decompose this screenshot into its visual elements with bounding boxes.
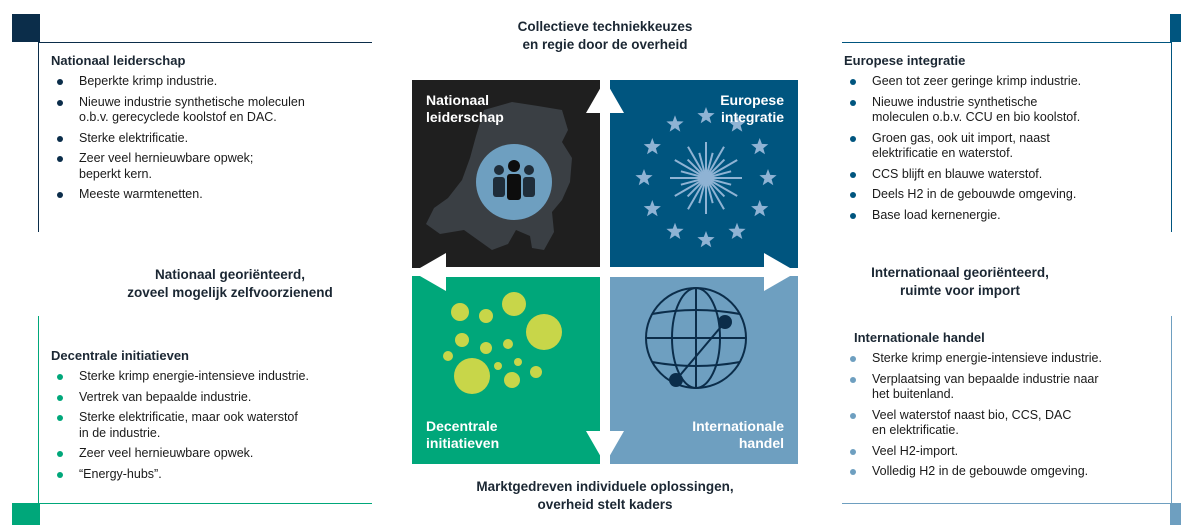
quadrant-nationaal-leiderschap: Nationaal leiderschap [412,80,600,268]
starburst-ray [705,159,738,179]
list-item: Vertrek van bepaalde industrie. [51,390,372,406]
globe-icon [645,287,747,389]
list-item: Sterke krimp energie-intensieve industri… [51,369,372,385]
corner-accent-bottom-right [1170,503,1181,525]
list-item: Veel H2-import. [844,444,1171,460]
star-icon [751,200,769,217]
star-icon [666,115,684,132]
list-item: Volledig H2 in de gebouwde omgeving. [844,464,1171,480]
list-item: Meeste warmtenetten. [51,187,372,203]
panel-decentrale-initiatieven: Decentrale initiatieven Sterke krimp ene… [38,316,372,504]
top-axis-label: Collectieve techniekkeuzes en regie door… [517,19,693,52]
star-icon [759,169,777,186]
panel-europese-integratie: Europese integratie Geen tot zeer gering… [842,42,1172,232]
list-item: Zeer veel hernieuwbare opwek;beperkt ker… [51,151,372,182]
star-icon [751,138,769,155]
list-item: Verplaatsing van bepaalde industrie naar… [844,372,1171,403]
starburst-center [701,173,711,183]
quadrant-internationale-handel: Internationale handel [610,276,798,464]
panel-title: Decentrale initiatieven [51,348,189,363]
quadrant-label: Internationale handel [692,418,784,451]
starburst-ray [687,177,707,210]
starburst-ray [674,177,707,197]
quadrant-decentrale-initiatieven: Decentrale initiatieven [412,276,600,464]
star-icon [643,200,661,217]
eu-stars-icon [635,107,777,248]
bullet-list: Geen tot zeer geringe krimp industrie. N… [844,74,1171,223]
star-icon [728,115,746,132]
people-group-icon [476,144,552,220]
star-icon [635,169,653,186]
panel-title: Europese integratie [844,53,966,68]
quadrant-label: Nationaal leiderschap [426,92,504,125]
bullet-list: Sterke krimp energie-intensieve industri… [51,369,372,482]
starburst-ray [687,146,707,179]
corner-accent-top-left [12,14,40,42]
bubbles-icon [443,292,562,394]
starburst-ray [705,177,738,197]
star-icon [666,222,684,239]
list-item: Base load kernenergie. [844,208,1171,224]
star-icon [697,231,715,248]
panel-internationale-handel: Internationale handel Sterke krimp energ… [842,316,1172,504]
quadrant-europese-integratie: Europese integratie [610,80,798,268]
list-item: Geen tot zeer geringe krimp industrie. [844,74,1171,90]
panel-nationaal-leiderschap: Nationaal leiderschap Beperkte krimp ind… [38,42,372,232]
list-item: “Energy-hubs”. [51,467,372,483]
list-item: Sterke krimp energie-intensieve industri… [844,351,1171,367]
star-icon [728,222,746,239]
list-item: Beperkte krimp industrie. [51,74,372,90]
starburst-ray [674,159,707,179]
bottom-axis-label: Marktgedreven individuele oplossingen, o… [476,479,734,512]
list-item: CCS blijft en blauwe waterstof. [844,167,1171,183]
starburst-ray [705,177,725,210]
panel-title: Internationale handel [854,330,985,345]
star-icon [697,107,715,124]
corner-accent-bottom-left [12,503,40,525]
list-item: Deels H2 in de gebouwde omgeving. [844,187,1171,203]
starburst-ray [705,146,725,179]
quadrant-label: Europese integratie [720,92,784,125]
bullet-list: Sterke krimp energie-intensieve industri… [844,351,1171,480]
list-item: Sterke elektrificatie. [51,131,372,147]
quadrant-label: Decentrale initiatieven [426,418,500,451]
list-item: Zeer veel hernieuwbare opwek. [51,446,372,462]
list-item: Sterke elektrificatie, maar ook watersto… [51,410,372,441]
corner-accent-top-right [1170,14,1181,42]
star-icon [643,138,661,155]
left-axis-label: Nationaal georiënteerd, zoveel mogelijk … [127,267,333,300]
right-axis-label: Internationaal georiënteerd, ruimte voor… [871,265,1049,298]
panel-title: Nationaal leiderschap [51,53,186,68]
bullet-list: Beperkte krimp industrie. Nieuwe industr… [51,74,372,203]
